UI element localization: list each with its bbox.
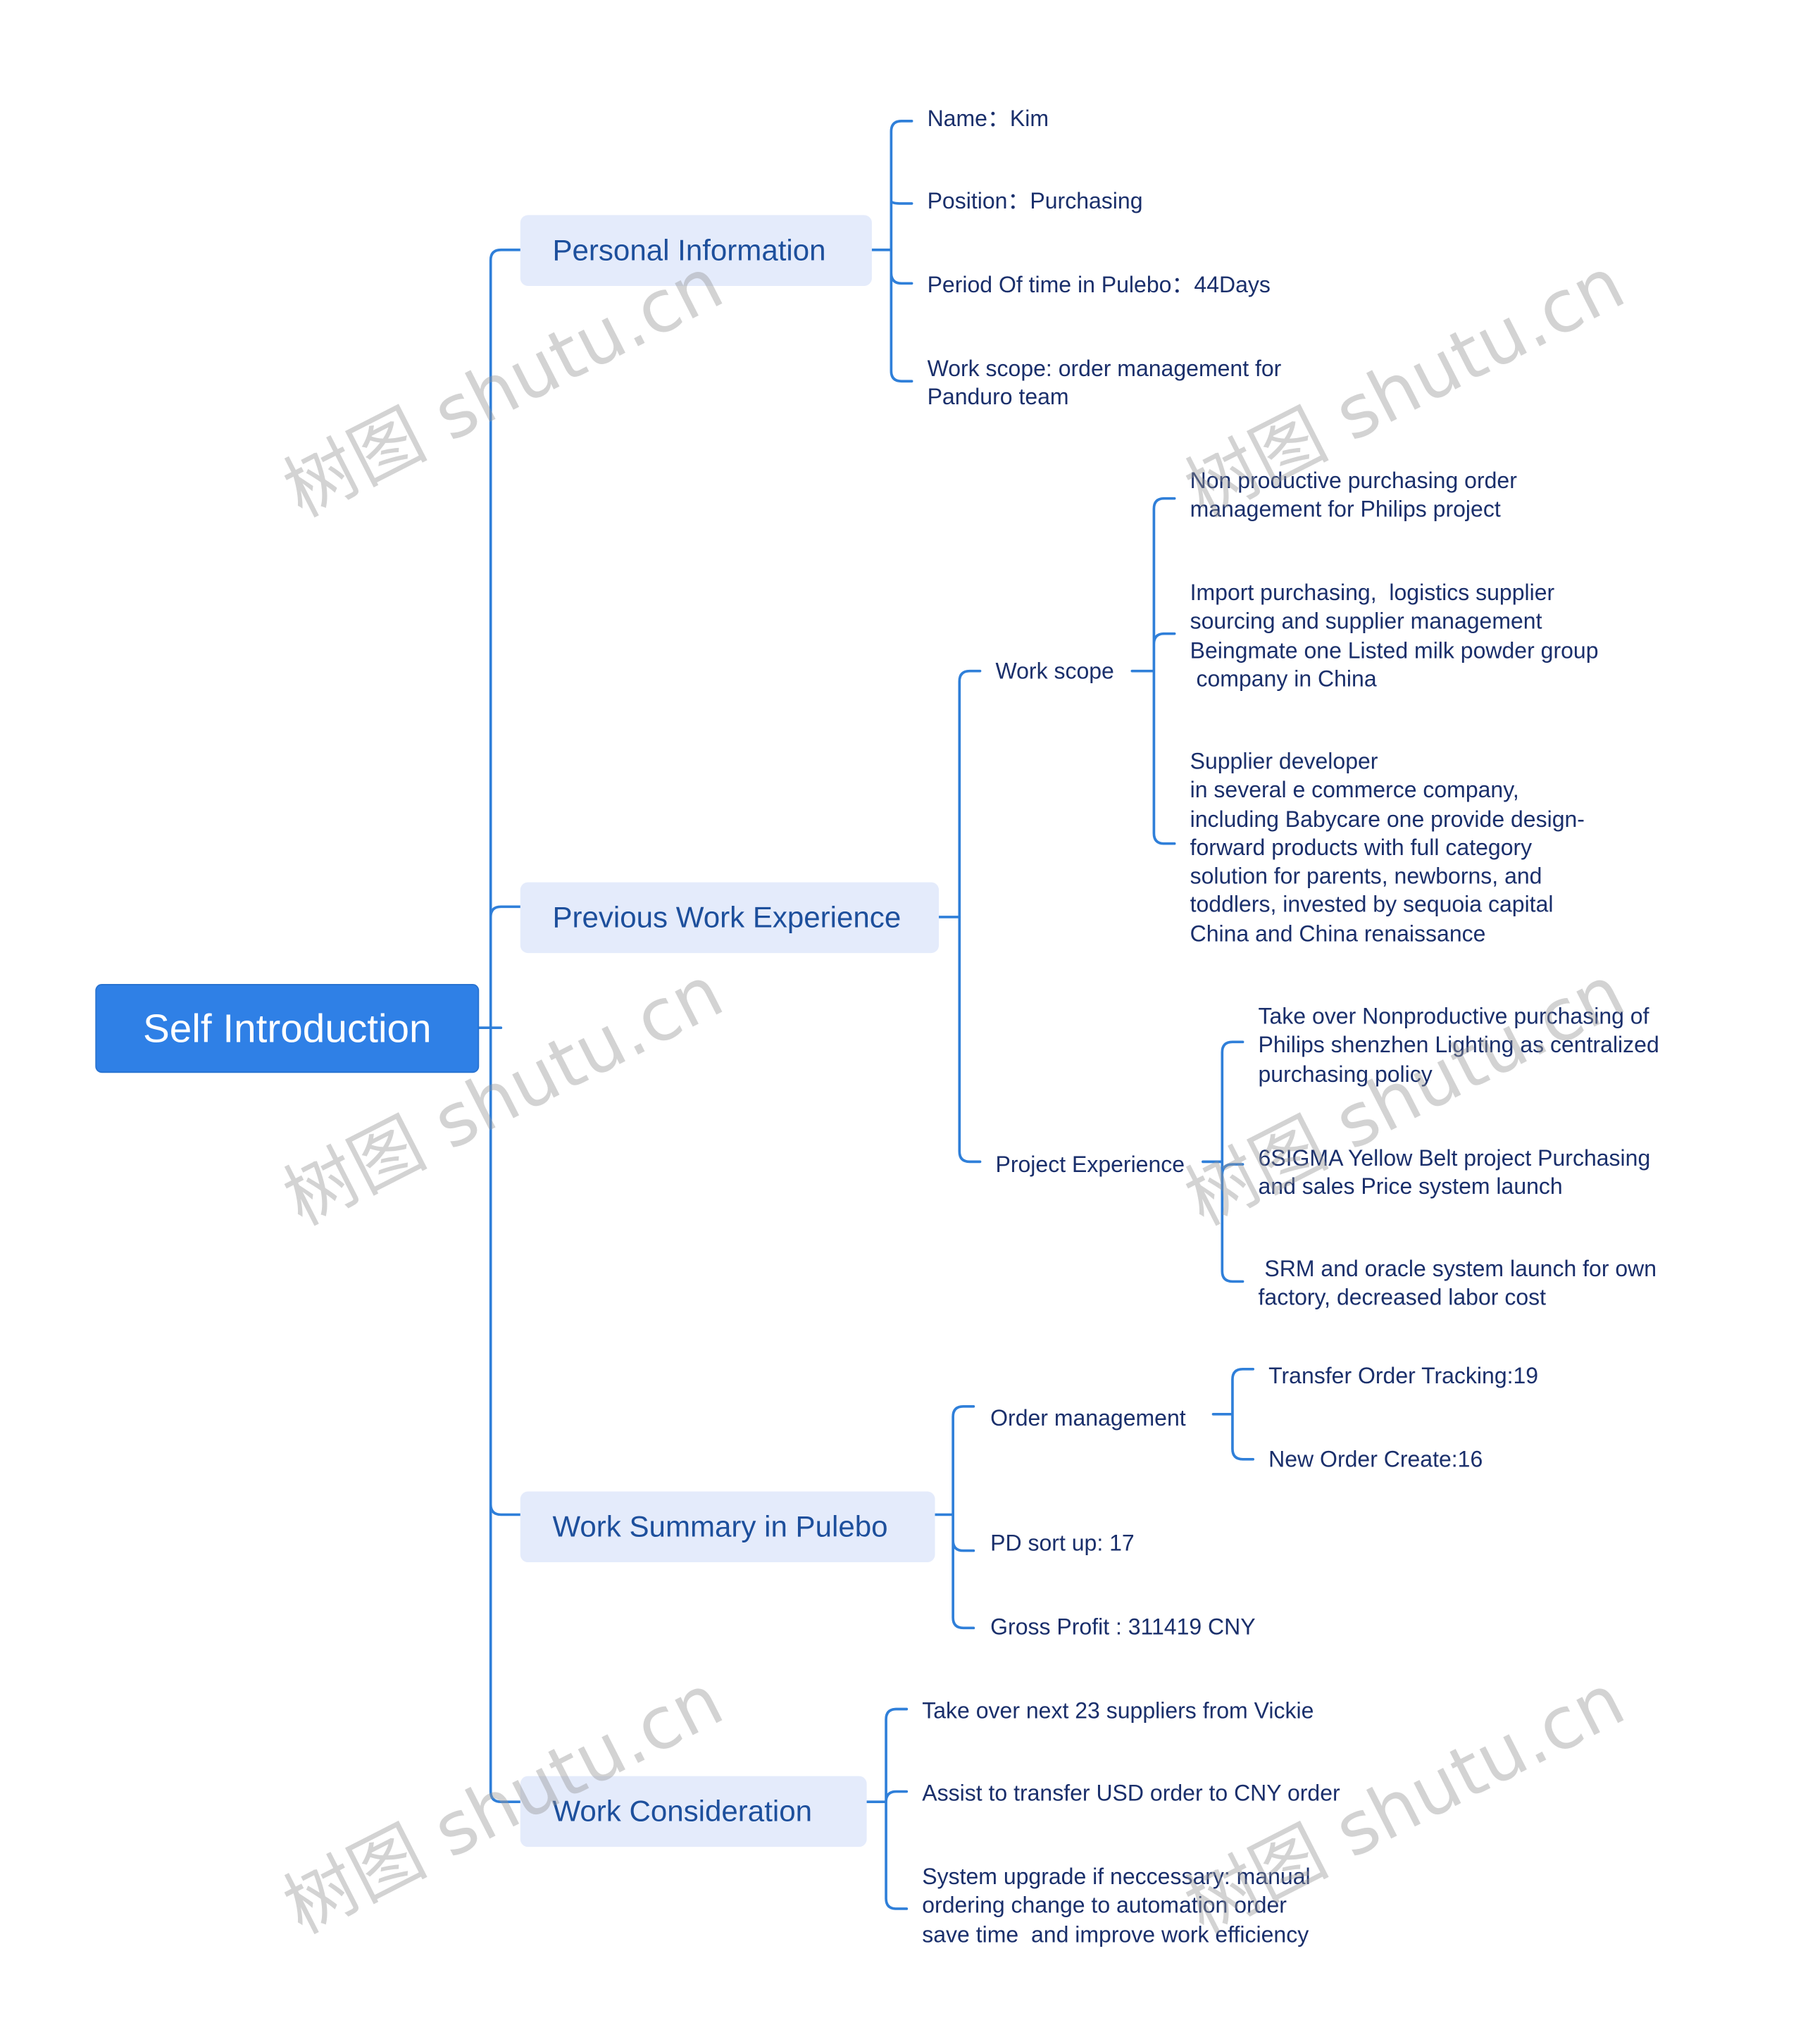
leaf-philips-project[interactable]: Non productive purchasing order manageme…	[1190, 467, 1517, 523]
leaf-philips-shenzhen[interactable]: Take over Nonproductive purchasing of Ph…	[1258, 1003, 1659, 1087]
leaf-period[interactable]: Period Of time in Pulebo：44Days	[927, 271, 1271, 298]
leaf-work-scope-panduro[interactable]: Work scope: order management for Panduro…	[927, 355, 1282, 411]
node-order-management[interactable]: Order management	[990, 1404, 1186, 1431]
leaf-system-upgrade[interactable]: System upgrade if neccessary: manual ord…	[922, 1863, 1311, 1948]
leaf-name[interactable]: Name：Kim	[927, 105, 1049, 132]
leaf-assist-transfer[interactable]: Assist to transfer USD order to CNY orde…	[922, 1780, 1340, 1806]
leaf-pd-sort-up[interactable]: PD sort up: 17	[990, 1530, 1135, 1556]
connector-work-scope	[1130, 497, 1176, 845]
root-label: Self Introduction	[142, 1005, 432, 1051]
branch-personal-information[interactable]: Personal Information	[520, 215, 872, 286]
leaf-import-purchasing[interactable]: Import purchasing, logistics supplier so…	[1190, 579, 1599, 692]
connector-work-consideration	[865, 1707, 909, 1910]
connector-root	[478, 248, 522, 1803]
leaf-position[interactable]: Position：Purchasing	[927, 187, 1143, 214]
leaf-gross-profit[interactable]: Gross Profit : 311419 CNY	[990, 1614, 1256, 1640]
node-work-scope[interactable]: Work scope	[995, 658, 1114, 684]
branch-label: Personal Information	[552, 232, 826, 267]
connector-work-summary	[933, 1404, 975, 1630]
connector-previous-work	[937, 669, 982, 1164]
branch-work-summary[interactable]: Work Summary in Pulebo	[520, 1491, 935, 1563]
leaf-srm-oracle[interactable]: SRM and oracle system launch for own fac…	[1258, 1255, 1657, 1311]
branch-previous-work-experience[interactable]: Previous Work Experience	[520, 882, 940, 954]
connector-personal-information	[871, 120, 913, 383]
leaf-6sigma[interactable]: 6SIGMA Yellow Belt project Purchasing an…	[1258, 1145, 1651, 1199]
leaf-take-over-suppliers[interactable]: Take over next 23 suppliers from Vickie	[922, 1697, 1314, 1724]
branch-label: Work Summary in Pulebo	[552, 1509, 888, 1543]
branch-label: Work Consideration	[552, 1794, 813, 1828]
node-project-experience[interactable]: Project Experience	[995, 1151, 1185, 1178]
connector-order-management	[1211, 1367, 1255, 1461]
leaf-supplier-developer[interactable]: Supplier developer in several e commerce…	[1190, 748, 1585, 947]
connector-project-experience	[1202, 1040, 1244, 1283]
root-node[interactable]: Self Introduction	[95, 984, 480, 1073]
leaf-transfer-order-tracking[interactable]: Transfer Order Tracking:19	[1268, 1362, 1539, 1389]
leaf-new-order-create[interactable]: New Order Create:16	[1268, 1446, 1483, 1473]
branch-work-consideration[interactable]: Work Consideration	[520, 1776, 867, 1847]
branch-label: Previous Work Experience	[552, 900, 902, 934]
